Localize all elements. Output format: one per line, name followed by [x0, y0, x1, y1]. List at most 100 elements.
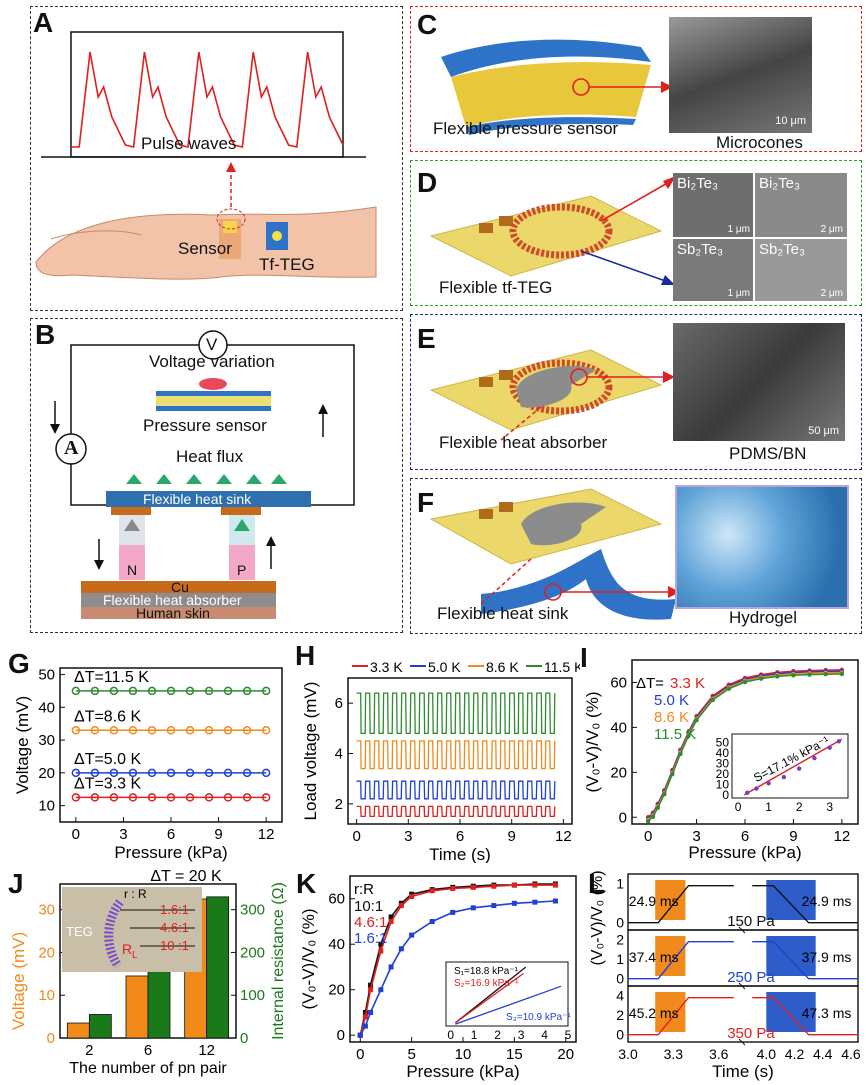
response-curve [628, 884, 858, 924]
y2-tick-label: 200 [240, 944, 265, 961]
axis-break [738, 1038, 746, 1046]
x-tick-label: 6 [167, 826, 175, 843]
response-curve [628, 996, 858, 1036]
inset-data-point [766, 781, 771, 786]
data-point [204, 686, 214, 696]
y-tick-label: 0 [337, 1027, 345, 1044]
inset-y-tick-label: 50 [716, 735, 730, 749]
panel-label-c: C [417, 9, 438, 40]
series-label: ΔT=3.3 K [74, 775, 141, 792]
inset-data-point [754, 786, 759, 791]
data-point [166, 726, 176, 735]
inset-x-tick-label: 0 [735, 800, 742, 814]
inset-frame [731, 733, 849, 799]
data-point [429, 918, 435, 924]
inset-x-tick-label: 3 [518, 1028, 525, 1042]
heat-absorber-caption: Flexible heat absorber [439, 433, 608, 452]
bar-voltage [125, 975, 149, 1039]
data-point [261, 726, 271, 735]
data-point [368, 1009, 374, 1015]
y-tick-label: 40 [610, 719, 627, 736]
y-tick-label: 10 [38, 987, 55, 1004]
y-tick-label: 10 [38, 798, 55, 815]
data-point [511, 882, 517, 888]
data-point [655, 805, 661, 811]
x-axis-label: Pressure (kPa) [688, 843, 801, 862]
data-point [242, 686, 252, 696]
series-line [356, 805, 556, 818]
x-tick-label: 4.4 [813, 1046, 833, 1062]
x-axis-label: Pressure (kPa) [114, 843, 227, 862]
x-tick-label: 12 [834, 828, 851, 845]
inset-data-point [827, 745, 832, 750]
legend-label: 3.3 K [670, 675, 705, 692]
y-tick-label: 20 [38, 944, 55, 961]
bar-resistance [206, 896, 230, 1039]
panel-label-i: I [580, 642, 588, 673]
y-tick-label: 60 [328, 891, 345, 908]
data-point [147, 768, 157, 778]
y-tick-label: 0 [616, 915, 624, 931]
ammeter-label: A [64, 437, 79, 459]
bi2te3-top-scale: 1 μm [727, 224, 750, 235]
inset-ratio: 1.6:1 [160, 902, 189, 917]
data-point [109, 793, 119, 802]
x-tick-label: 3.6 [709, 1046, 729, 1062]
data-point [662, 792, 667, 797]
inset-fit-line-2 [455, 972, 524, 1024]
data-point [532, 899, 538, 905]
data-point [378, 987, 384, 993]
microcone-scale: 10 μm [775, 115, 806, 127]
data-point [147, 726, 157, 735]
rise-region [655, 992, 686, 1032]
data-point [511, 900, 517, 906]
data-point [90, 686, 100, 696]
y-axis-label: (V₀-V)/V₀ (%) [589, 870, 606, 965]
voltmeter-label: V [206, 335, 218, 354]
rise-region [655, 880, 686, 920]
pressure-sensor-label: Pressure sensor [143, 416, 267, 435]
panel-label-d: D [417, 167, 438, 198]
heat-flux-label: Heat flux [176, 447, 244, 466]
data-point [650, 814, 656, 820]
data-point [71, 793, 81, 802]
y-tick-label: 20 [610, 764, 627, 781]
data-point [109, 686, 119, 696]
teg-caption: Flexible tf-TEG [439, 278, 553, 297]
data-point [362, 1023, 368, 1029]
data-point [242, 768, 252, 778]
pulse-wave-plot [35, 31, 377, 280]
y-tick-label: 0 [47, 1030, 55, 1047]
inset-s3: S₃=10.9 kPa⁻¹ [506, 1012, 571, 1023]
rise-time-label: 45.2 ms [629, 1005, 679, 1021]
y-tick-label: 2 [616, 1007, 624, 1023]
response-curve [628, 940, 858, 980]
panel-label-j: J [8, 868, 24, 899]
panel-label-g: G [8, 648, 30, 679]
rise-region [655, 936, 686, 976]
inset-y-tick-label: 20 [716, 767, 730, 781]
bi2te3-top-sem: Bi₂Te₃ 1 μm [673, 173, 753, 237]
data-point [807, 672, 812, 677]
y-tick-label: 20 [38, 765, 55, 782]
legend-label: 11.5 K [654, 726, 696, 743]
sb2te3-cross-scale: 2 μm [820, 288, 843, 299]
data-point [378, 948, 384, 954]
y-tick-label: 0 [619, 809, 627, 826]
data-point [242, 793, 252, 802]
data-point [261, 768, 271, 778]
heat-sink-caption: Flexible heat sink [437, 604, 569, 623]
x-tick-label: 0 [356, 1046, 364, 1063]
data-point [128, 768, 138, 778]
inset-x-tick-label: 1 [765, 800, 772, 814]
sb2te3-top-scale: 1 μm [727, 288, 750, 299]
y-tick-label: 2 [335, 796, 343, 813]
data-point [378, 941, 384, 947]
y-axis-label: Load voltage (mV) [301, 682, 320, 821]
data-point [742, 679, 748, 685]
sb2te3-top-sem: Sb₂Te₃ 1 μm [673, 239, 753, 301]
data-point [185, 768, 195, 778]
